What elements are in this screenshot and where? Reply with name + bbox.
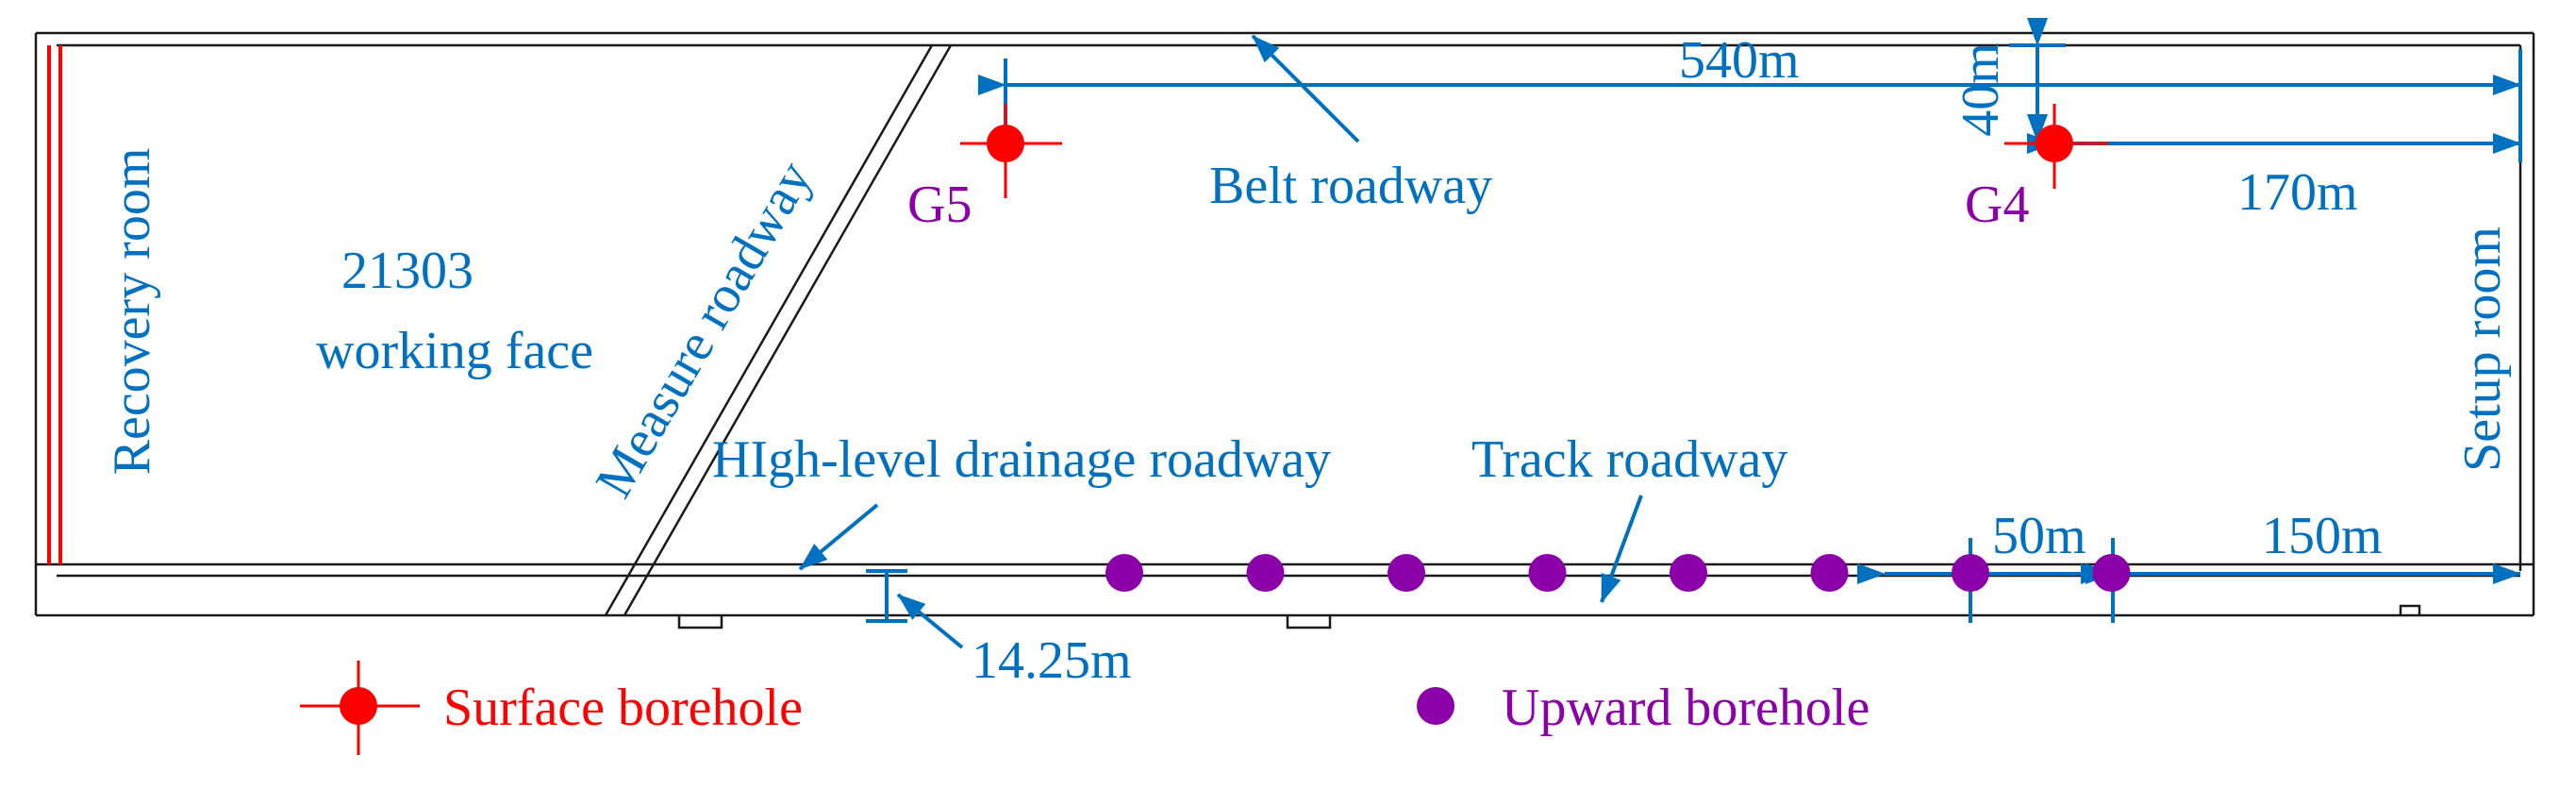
upward-borehole <box>1528 554 1567 592</box>
measure-roadway-lines <box>604 44 953 616</box>
legend-upward-borehole-text: Upward borehole <box>1502 679 1870 737</box>
dim-40m-text: 40m <box>1952 42 2010 137</box>
working-face-outline <box>34 31 2535 630</box>
dim-540m-text: 540m <box>1679 31 1800 90</box>
upward-borehole <box>1810 554 1849 592</box>
legend-surface-borehole-symbol <box>300 661 420 755</box>
upward-boreholes <box>1105 554 2131 592</box>
working-face-number: 21303 <box>341 242 474 300</box>
upward-borehole <box>1105 554 1143 592</box>
surface-borehole-g5 <box>960 104 1062 198</box>
upward-borehole <box>1246 554 1285 592</box>
dim-170m-text: 170m <box>2237 163 2358 222</box>
borehole-g5-label: G5 <box>907 176 972 234</box>
pointer-arrows <box>798 34 1643 649</box>
legend-upward-borehole-symbol <box>1417 687 1454 725</box>
width-pointer <box>896 593 964 649</box>
track-roadway-pointer <box>1600 495 1643 603</box>
legend-surface-borehole-text: Surface borehole <box>443 679 803 737</box>
setup-room-label: Setup room <box>2453 227 2512 472</box>
dimension-lines <box>866 18 2522 623</box>
dim-1425m-text: 14.25m <box>972 631 1132 690</box>
upward-borehole <box>1388 554 1425 592</box>
belt-roadway-label: Belt roadway <box>1209 157 1492 215</box>
upward-borehole <box>2092 554 2131 592</box>
upward-borehole <box>1670 554 1707 592</box>
recovery-room-lines <box>47 45 62 564</box>
drainage-roadway-pointer <box>798 503 879 571</box>
legend: Surface borehole Upward borehole <box>300 661 1870 755</box>
recovery-room-label: Recovery room <box>103 148 161 476</box>
track-roadway-label: Track roadway <box>1471 430 1787 489</box>
dim-50m-text: 50m <box>1992 507 2086 565</box>
surface-borehole-g4 <box>2004 104 2108 189</box>
belt-roadway-pointer <box>1251 34 1360 143</box>
upward-borehole <box>1952 554 1989 592</box>
working-face-label: working face <box>316 322 593 380</box>
dim-150m-text: 150m <box>2262 507 2383 565</box>
high-level-drainage-roadway-label: HIgh-level drainage roadway <box>712 430 1331 489</box>
borehole-g4-label: G4 <box>1965 176 2029 234</box>
